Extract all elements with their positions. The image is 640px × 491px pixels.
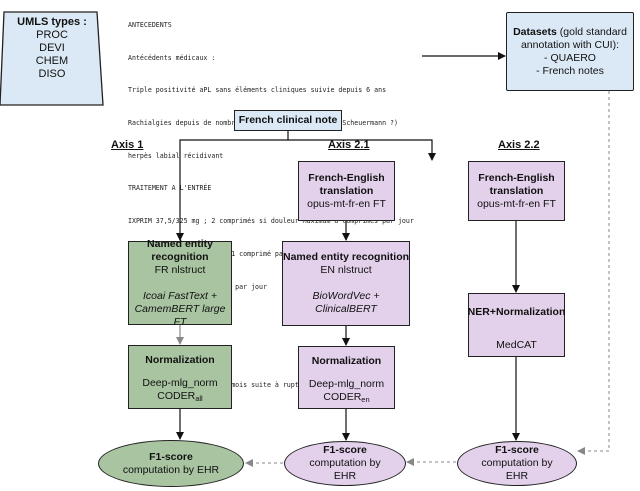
coder-label: CODER	[323, 391, 362, 403]
axis-22-label: Axis 2.2	[498, 139, 540, 151]
translation-22-title: French-English translation	[478, 171, 555, 197]
f1-axis1-ellipse: F1-score computation by EHR	[98, 440, 244, 487]
umls-type-chem: CHEM	[35, 55, 69, 67]
f1-axis21-ellipse: F1-score computation by EHR	[284, 441, 406, 486]
ner-norm-axis22-tool: MedCAT	[496, 339, 537, 351]
ner-axis1-title: Named entity recognition	[147, 237, 213, 263]
coder-subscript: all	[195, 394, 203, 403]
normalization-axis21-tool: Deep-mlg_norm	[308, 378, 385, 390]
ner-norm-axis22-box: NER+Normalization MedCAT	[468, 293, 565, 357]
dataset-quaero: - QUAERO	[544, 51, 596, 64]
ner-axis21-tool: EN nlstruct	[320, 264, 372, 276]
normalization-axis1-box: Normalization Deep-mlg_norm CODERall	[128, 345, 232, 409]
datasets-title: Datasets	[513, 25, 557, 38]
dashed-datasets-to-f1	[577, 91, 610, 455]
datasets-box: Datasets (gold standard annotation with …	[506, 12, 634, 91]
ner-axis1-embeddings: Icoai FastText + CamemBERT large FT	[134, 289, 226, 328]
french-clinical-note-box: French clinical note	[234, 110, 342, 131]
translation-21-title: French-English translation	[308, 171, 385, 197]
coder-label: CODER	[157, 390, 196, 402]
ner-norm-axis22-title: NER+Normalization	[467, 306, 566, 318]
f1-axis21-rest: computation by EHR	[309, 457, 381, 482]
translation-21-box: French-English translation opus-mt-fr-en…	[298, 161, 395, 221]
normalization-axis1-tool: Deep-mlg_norm	[142, 377, 218, 389]
umls-trapezoid	[0, 11, 104, 106]
umls-title: UMLS types :	[17, 16, 87, 28]
translation-22-box: French-English translation opus-mt-fr-en…	[468, 161, 565, 221]
f1-axis22-text: F1-score computation by EHR	[470, 444, 564, 483]
note-line: IXPRIM 37,5/325 mg ; 2 comprimés si doul…	[128, 217, 414, 226]
normalization-axis21-coder: CODERen	[323, 391, 369, 406]
note-line: ANTECEDENTS	[128, 20, 172, 29]
note-line: herpès labial récidivant	[128, 151, 224, 160]
normalization-axis21-box: Normalization Deep-mlg_norm CODERen	[298, 346, 395, 409]
coder-subscript: en	[361, 395, 370, 404]
f1-axis1-title: F1-score	[149, 450, 193, 463]
translation-21-model: opus-mt-fr-en FT	[307, 197, 386, 210]
f1-axis1-rest: computation by EHR	[122, 463, 220, 476]
f1-axis22-ellipse: F1-score computation by EHR	[457, 441, 577, 486]
axis-21-label: Axis 2.1	[328, 139, 370, 151]
dataset-french-notes: - French notes	[536, 64, 604, 77]
note-line: TRAITEMENT A L'ENTRÉE	[128, 184, 212, 193]
line-branch-right	[288, 139, 436, 161]
note-line: Triple positivité aPL sans éléments clin…	[128, 86, 387, 95]
umls-types: UMLS types : PROC DEVI CHEM DISO	[8, 16, 96, 81]
umls-type-proc: PROC	[36, 29, 68, 41]
umls-type-devi: DEVI	[39, 42, 65, 54]
normalization-axis1-coder: CODERall	[157, 390, 202, 405]
f1-axis22-rest: computation by EHR	[481, 457, 553, 482]
axis-1-label: Axis 1	[111, 139, 144, 151]
line-branch-left	[176, 139, 288, 241]
ner-axis1-tool: FR nlstruct	[154, 263, 206, 276]
datasets-subtitle: (gold standard annotation with CUI):	[520, 25, 627, 51]
ner-axis21-box: Named entity recognition EN nlstruct Bio…	[282, 241, 410, 326]
normalization-axis1-title: Normalization	[145, 354, 215, 366]
datasets-heading: Datasets (gold standard annotation with …	[507, 26, 633, 52]
ner-axis1-box: Named entity recognition FR nlstruct Ico…	[128, 237, 232, 328]
translation-22-model: opus-mt-fr-en FT	[477, 197, 556, 210]
f1-axis21-title: F1-score	[323, 444, 367, 456]
normalization-axis21-title: Normalization	[311, 355, 382, 367]
french-note-label: French clinical note	[238, 114, 338, 126]
f1-axis21-text: F1-score computation by EHR	[297, 444, 393, 483]
note-line: Antécédents médicaux :	[128, 53, 216, 62]
f1-axis1-text: F1-score computation by EHR	[123, 451, 219, 477]
ner-axis21-title: Named entity recognition	[283, 251, 410, 263]
umls-type-diso: DISO	[38, 68, 66, 80]
f1-axis22-title: F1-score	[495, 444, 539, 456]
ner-axis21-embeddings: BioWordVec + ClinicalBERT	[312, 290, 380, 315]
